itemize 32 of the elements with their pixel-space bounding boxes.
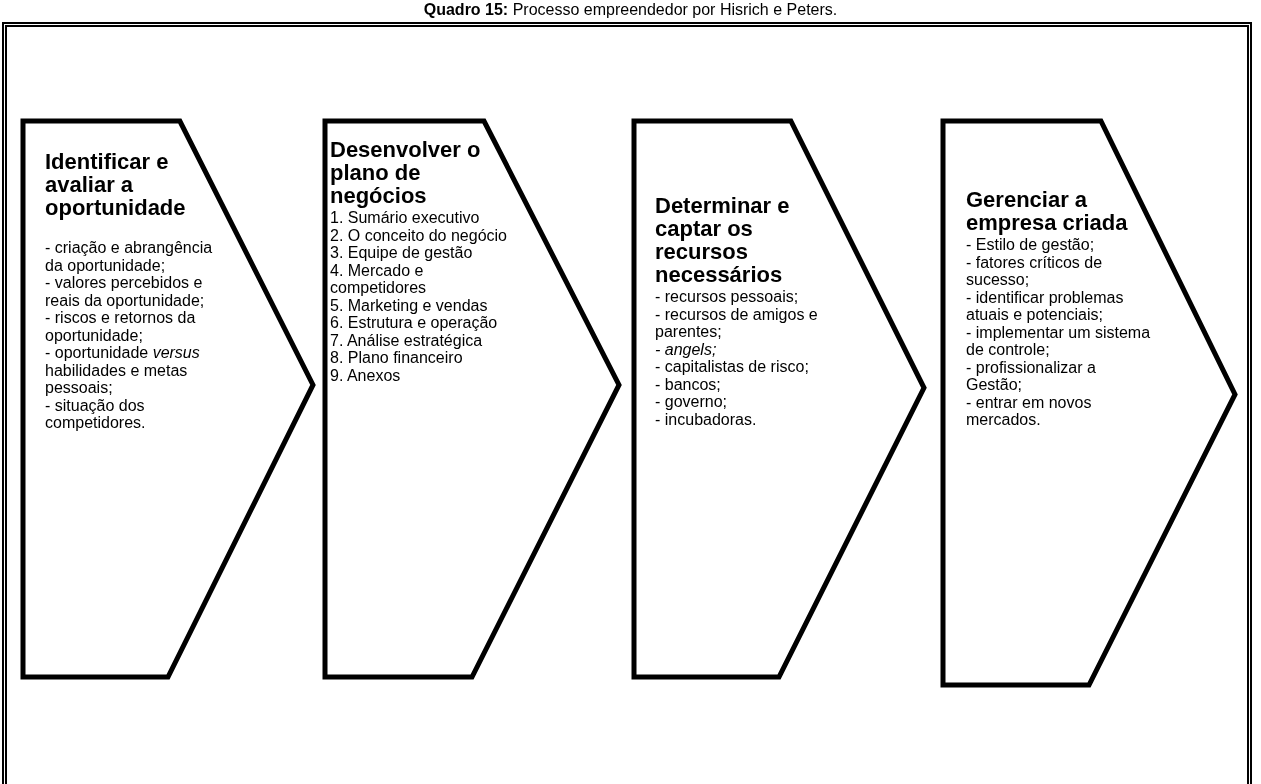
list-item: 6. Estrutura e operação — [330, 314, 498, 332]
list-item: 1. Sumário executivo — [330, 209, 480, 227]
list-item: - incubadoras. — [655, 410, 757, 428]
list-item: - identificar problemas atuais e potenciais; — [966, 288, 1125, 324]
list-item: - recursos de amigos e parentes; — [655, 305, 819, 341]
list-item: - criação e abrangência da oportunidade; — [45, 239, 214, 274]
step-heading: Identificar e avaliar a oportunidade — [45, 150, 187, 219]
list-item: - fatores críticos de sucesso; — [966, 253, 1104, 289]
step-heading: Gerenciar a empresa criada — [966, 188, 1129, 234]
step-heading: Desenvolver o plano de negócios — [330, 138, 482, 207]
list-item: 7. Análise estratégica — [330, 331, 483, 349]
list-item: - implementar um sistema de controle; — [966, 323, 1151, 359]
list-item: 3. Equipe de gestão — [330, 244, 473, 262]
list-item: 2. O conceito do negócio — [330, 226, 507, 244]
list-item: 9. Anexos — [330, 366, 401, 384]
list-item: - profissionalizar a Gestão; — [966, 358, 1097, 394]
list-item: - governo; — [655, 393, 728, 411]
list-item: - bancos; — [655, 375, 721, 393]
list-item: - Estilo de gestão; — [966, 236, 1095, 254]
list-item: 4. Mercado e competidores — [330, 261, 428, 297]
list-item: - oportunidade versus habilidades e metas pessoais; — [45, 344, 201, 397]
figure-title: Quadro 15: Processo empreendedor por Hisrich e Peters. — [423, 1, 838, 19]
list-item: - capitalistas de risco; — [655, 358, 809, 376]
step-heading: Determinar e captar os recursos necessários — [655, 194, 791, 286]
list-item: - angels; — [655, 340, 717, 358]
list-item: - riscos e retornos da oportunidade; — [45, 309, 197, 344]
list-item: - valores percebidos e reais da oportunidade; — [45, 274, 206, 309]
list-item: - recursos pessoais; — [655, 288, 799, 306]
list-item: - situação dos competidores. — [45, 396, 147, 432]
list-item: - entrar em novos mercados. — [966, 393, 1093, 429]
list-item: 8. Plano financeiro — [330, 349, 463, 367]
list-item: 5. Marketing e vendas — [330, 296, 488, 314]
